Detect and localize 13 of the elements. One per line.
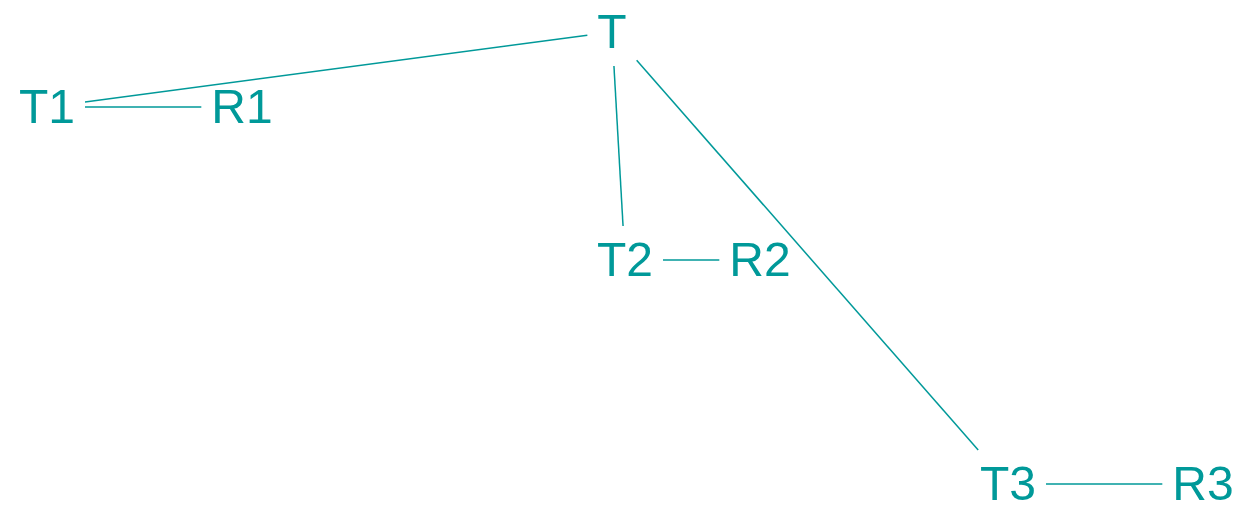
node-label: T2 [595, 234, 655, 286]
node-label: T3 [978, 458, 1038, 510]
node-label: T [595, 6, 629, 58]
connector-line [662, 259, 721, 261]
connector-line [613, 65, 624, 227]
node-label: T1 [17, 81, 77, 133]
connector-line [635, 59, 979, 451]
node-label: R2 [727, 234, 793, 286]
connector-line [84, 34, 589, 103]
connector-line [1045, 483, 1164, 485]
node-label: R1 [209, 81, 275, 133]
connector-line [84, 106, 203, 108]
node-label: R3 [1170, 458, 1236, 510]
